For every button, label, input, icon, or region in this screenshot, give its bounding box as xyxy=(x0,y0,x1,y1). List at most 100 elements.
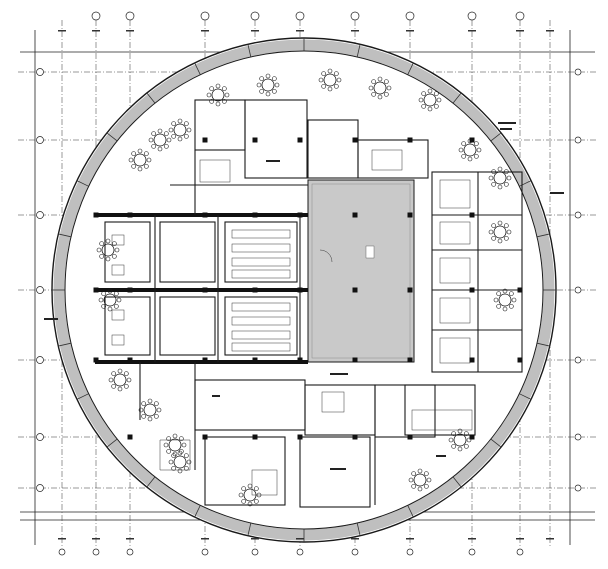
column xyxy=(297,212,303,218)
column xyxy=(517,287,523,293)
wall-segment-tick xyxy=(194,62,201,75)
column xyxy=(252,212,258,218)
perimeter-seating-clusters xyxy=(96,68,517,507)
grid-bubbles-bottom xyxy=(58,548,524,556)
wall-segment-tick xyxy=(536,342,550,347)
dimension-tick xyxy=(58,538,66,540)
wall-segment-tick xyxy=(247,44,252,58)
seating-cluster xyxy=(138,398,162,422)
column xyxy=(127,287,133,293)
grid-bubble-top xyxy=(250,11,260,21)
dimension-tick xyxy=(92,30,100,32)
dimension-tick xyxy=(406,30,414,32)
grid-bubbles-right xyxy=(574,68,582,492)
seating-cluster xyxy=(408,468,432,492)
column xyxy=(407,434,413,440)
grid-bubble-top xyxy=(405,11,415,21)
atrium-inner-line xyxy=(311,183,411,359)
wall-segment-tick xyxy=(356,522,361,536)
grid-bubbles-left xyxy=(36,68,44,492)
dimension-tick xyxy=(251,538,259,540)
structural-columns xyxy=(93,137,523,440)
dimension-tick xyxy=(92,538,100,540)
wall-segment-tick xyxy=(58,233,72,238)
wall-segment-tick xyxy=(490,132,502,142)
grid-bubbles-top xyxy=(91,11,525,21)
column xyxy=(517,357,523,363)
grid-bubble-top xyxy=(200,11,210,21)
grid-bubble-top xyxy=(467,11,477,21)
column xyxy=(352,212,358,218)
dimension-tick xyxy=(126,538,134,540)
dimension-tick xyxy=(351,538,359,540)
wall-segment-tick xyxy=(536,233,550,238)
column xyxy=(469,434,475,440)
column xyxy=(352,434,358,440)
seating-cluster xyxy=(168,118,192,142)
column xyxy=(127,434,133,440)
seating-cluster xyxy=(493,288,517,312)
dimension-tick xyxy=(251,30,259,32)
column xyxy=(202,137,208,143)
column xyxy=(352,287,358,293)
column xyxy=(407,212,413,218)
fixture-details xyxy=(111,149,473,496)
wall-ring-segments xyxy=(52,38,556,542)
seating-cluster xyxy=(206,83,230,107)
room-label-marks xyxy=(44,122,564,470)
column xyxy=(352,357,358,363)
seating-cluster xyxy=(96,238,120,262)
column xyxy=(252,434,258,440)
column xyxy=(297,357,303,363)
wall-segment-tick xyxy=(106,132,118,142)
dimension-tick xyxy=(351,30,359,32)
central-atrium xyxy=(307,179,415,363)
column xyxy=(469,357,475,363)
grid-bubble-top xyxy=(350,11,360,21)
column xyxy=(127,357,133,363)
dimension-tick xyxy=(58,30,66,32)
grid-bubble-top xyxy=(125,11,135,21)
wall-segment-tick xyxy=(490,438,502,448)
grid-bubble-top xyxy=(295,11,305,21)
seating-cluster xyxy=(418,88,442,112)
column xyxy=(407,357,413,363)
column xyxy=(202,357,208,363)
column xyxy=(252,287,258,293)
column xyxy=(93,287,99,293)
wall-segment-tick xyxy=(76,393,89,400)
column xyxy=(202,287,208,293)
dimension-tick-marks xyxy=(58,30,554,540)
dimension-tick xyxy=(546,538,554,540)
seating-cluster xyxy=(128,148,152,172)
column xyxy=(469,287,475,293)
dimension-tick xyxy=(406,538,414,540)
seating-cluster xyxy=(458,138,482,162)
dimension-tick xyxy=(468,30,476,32)
seating-cluster xyxy=(168,450,192,474)
column xyxy=(297,287,303,293)
wall-segment-tick xyxy=(407,62,414,75)
dimension-tick xyxy=(468,538,476,540)
dimension-tick xyxy=(296,30,304,32)
column xyxy=(93,212,99,218)
dimension-tick xyxy=(201,538,209,540)
column xyxy=(202,212,208,218)
column xyxy=(469,212,475,218)
column xyxy=(252,137,258,143)
column xyxy=(93,357,99,363)
seating-cluster xyxy=(98,288,122,312)
seating-cluster xyxy=(318,68,342,92)
dimension-tick xyxy=(201,30,209,32)
seating-cluster xyxy=(108,368,132,392)
seating-cluster xyxy=(368,76,392,100)
column xyxy=(352,137,358,143)
seating-cluster xyxy=(488,220,512,244)
dimension-tick xyxy=(516,538,524,540)
column xyxy=(252,357,258,363)
seating-cluster xyxy=(148,128,172,152)
wall-segment-tick xyxy=(519,180,532,187)
wall-segment-tick xyxy=(247,522,252,536)
